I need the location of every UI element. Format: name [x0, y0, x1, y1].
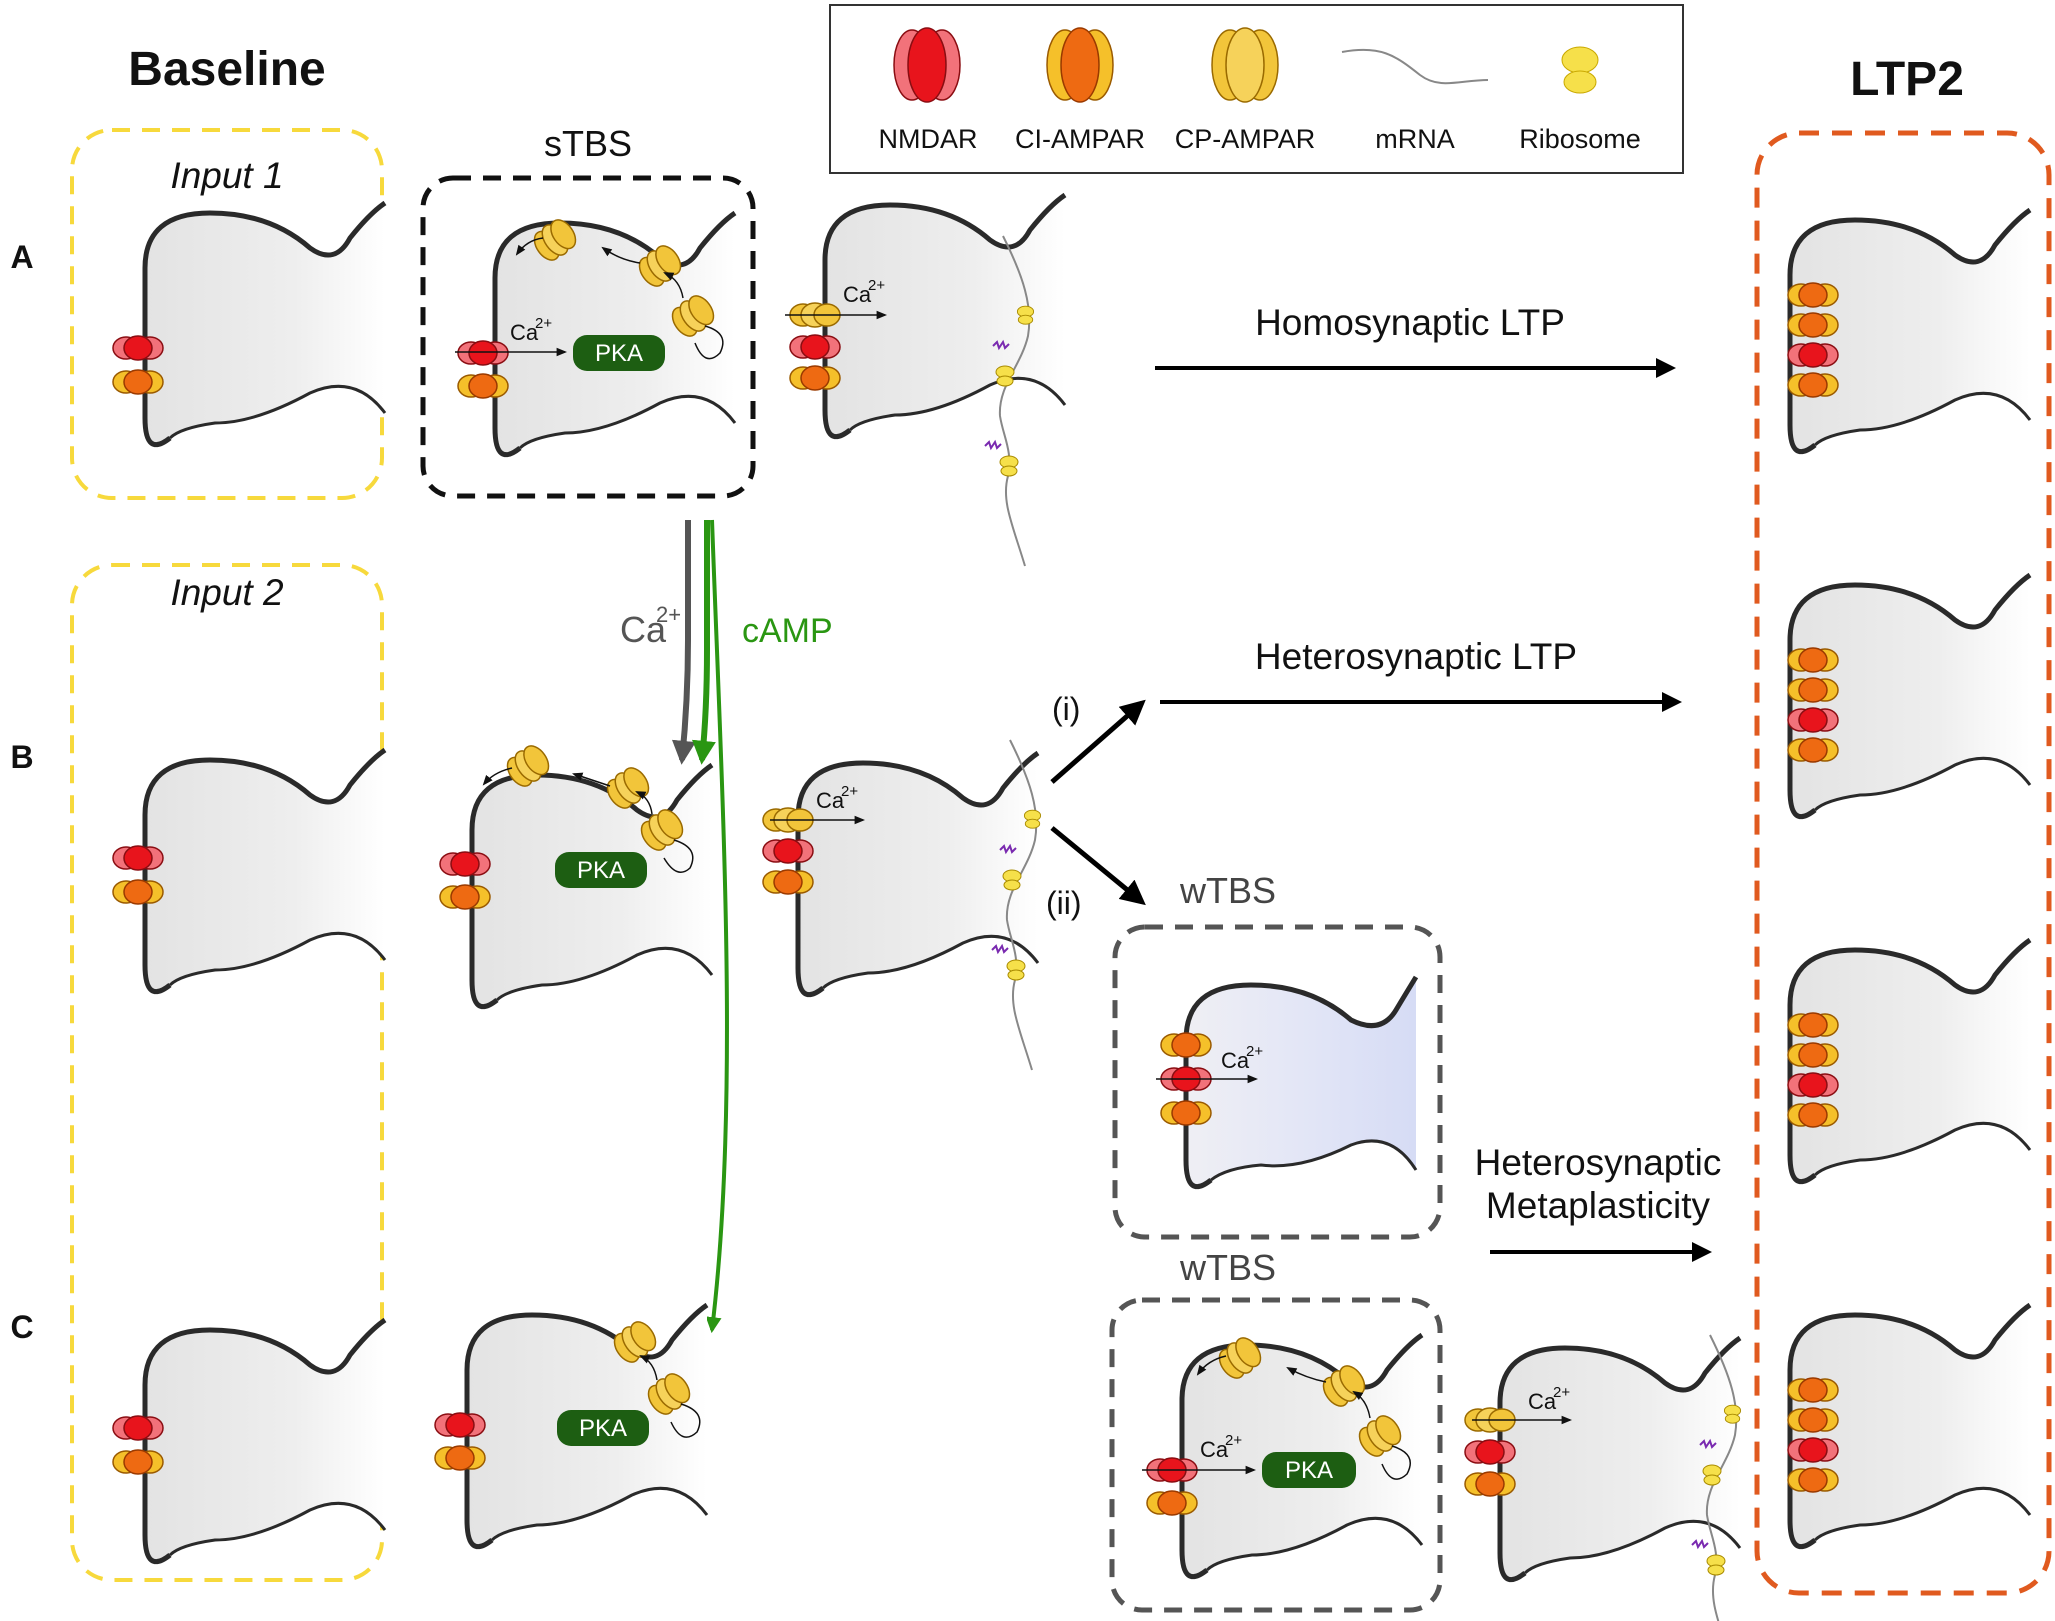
heterosynaptic-label: Heterosynaptic LTP	[1255, 636, 1577, 677]
input-1-label: Input 1	[170, 155, 283, 196]
row-label-b: B	[10, 739, 33, 775]
spine-ltp2-4	[1787, 1302, 2032, 1550]
stbs-box	[420, 175, 756, 499]
svg-text:2+: 2+	[656, 602, 681, 627]
pka-badge-wtbs: PKA	[1262, 1452, 1356, 1488]
spine-pka-b: PKA	[439, 739, 714, 1010]
svg-text:Ca: Ca	[1200, 1437, 1229, 1462]
svg-text:PKA: PKA	[577, 857, 625, 884]
legend: NMDAR CI-AMPAR CP-AMPAR mRNA Ribosome	[829, 4, 1684, 174]
stbs-label: sTBS	[544, 123, 632, 164]
ribosome-icon	[1561, 46, 1599, 94]
spine-wtbs-blue: Ca 2+	[1156, 975, 1419, 1190]
legend-label-ribosome: Ribosome	[1519, 124, 1641, 154]
input-2-label: Input 2	[170, 572, 284, 613]
svg-text:PKA: PKA	[595, 340, 643, 367]
legend-label-ci-ampar: CI-AMPAR	[1015, 124, 1145, 154]
ci-ampar-receptor-icon	[1046, 27, 1114, 103]
calcium-arrow-label: Ca	[620, 609, 667, 650]
spine-ltp2-1	[1787, 207, 2032, 455]
spine-pka-c: PKA	[434, 1302, 709, 1550]
svg-text:Ca: Ca	[1528, 1389, 1557, 1414]
spine-expression-b: Ca 2+	[762, 750, 1040, 998]
wtbs-box-1	[1112, 924, 1443, 1240]
wtbs-label-2: wTBS	[1179, 1247, 1276, 1288]
svg-text:Ca: Ca	[816, 788, 845, 813]
svg-text:2+: 2+	[1246, 1043, 1263, 1060]
spine-ltp2-3	[1787, 937, 2032, 1185]
mrna-strand-icon	[1341, 48, 1489, 85]
svg-text:2+: 2+	[841, 783, 858, 800]
spine-expression-c: Ca 2+	[1464, 1335, 1742, 1583]
nmdar-receptor-icon	[893, 27, 961, 103]
spine-expression-a: Ca 2+	[785, 192, 1067, 440]
row-label-a: A	[10, 239, 33, 275]
legend-label-cp-ampar: CP-AMPAR	[1175, 124, 1316, 154]
svg-text:PKA: PKA	[1285, 1457, 1333, 1484]
branch-i-label: (i)	[1052, 691, 1080, 727]
cp-ampar-receptor-icon	[1211, 27, 1279, 103]
spine-baseline-c	[112, 1317, 387, 1565]
camp-arrow-c	[705, 519, 729, 1334]
svg-text:Ca: Ca	[1221, 1048, 1250, 1073]
branch-ii-label: (ii)	[1046, 885, 1082, 921]
svg-text:2+: 2+	[1553, 1384, 1570, 1401]
svg-text:PKA: PKA	[579, 1415, 627, 1442]
calcium-label: Ca	[510, 320, 539, 345]
spine-ltp2-2	[1787, 572, 2032, 820]
pka-badge-b: PKA	[555, 852, 647, 888]
metaplasticity-label-line1: Heterosynaptic	[1475, 1142, 1722, 1183]
spine-wtbs-pka: Ca 2+ PKA	[1142, 1331, 1424, 1580]
wtbs-label-1: wTBS	[1179, 870, 1276, 911]
camp-label: cAMP	[742, 612, 833, 650]
calcium-arrow	[671, 520, 696, 765]
legend-label-nmdar: NMDAR	[879, 124, 978, 154]
homosynaptic-label: Homosynaptic LTP	[1255, 302, 1565, 343]
branch-ii-arrow	[1050, 826, 1146, 906]
svg-text:2+: 2+	[1225, 1432, 1242, 1449]
baseline-header: Baseline	[128, 43, 325, 96]
pka-badge-c: PKA	[557, 1410, 649, 1446]
ltp2-header: LTP2	[1850, 53, 1964, 106]
pka-badge-a: PKA	[573, 335, 665, 371]
spine-baseline-a	[112, 200, 387, 448]
input-2-box	[70, 563, 384, 1582]
wtbs-box-2	[1109, 1297, 1443, 1613]
ltp2-box	[1754, 130, 2052, 1596]
spine-stbs-a: PKA Ca 2+	[455, 210, 737, 458]
svg-text:2+: 2+	[535, 315, 552, 332]
metaplasticity-label-line2: Metaplasticity	[1486, 1185, 1711, 1226]
svg-text:2+: 2+	[868, 277, 885, 294]
spine-baseline-b	[112, 747, 387, 995]
camp-arrow-b	[691, 520, 716, 765]
svg-text:Ca: Ca	[843, 282, 872, 307]
legend-label-mrna: mRNA	[1375, 124, 1455, 154]
branch-i-arrow	[1050, 699, 1146, 784]
row-label-c: C	[10, 1309, 33, 1345]
